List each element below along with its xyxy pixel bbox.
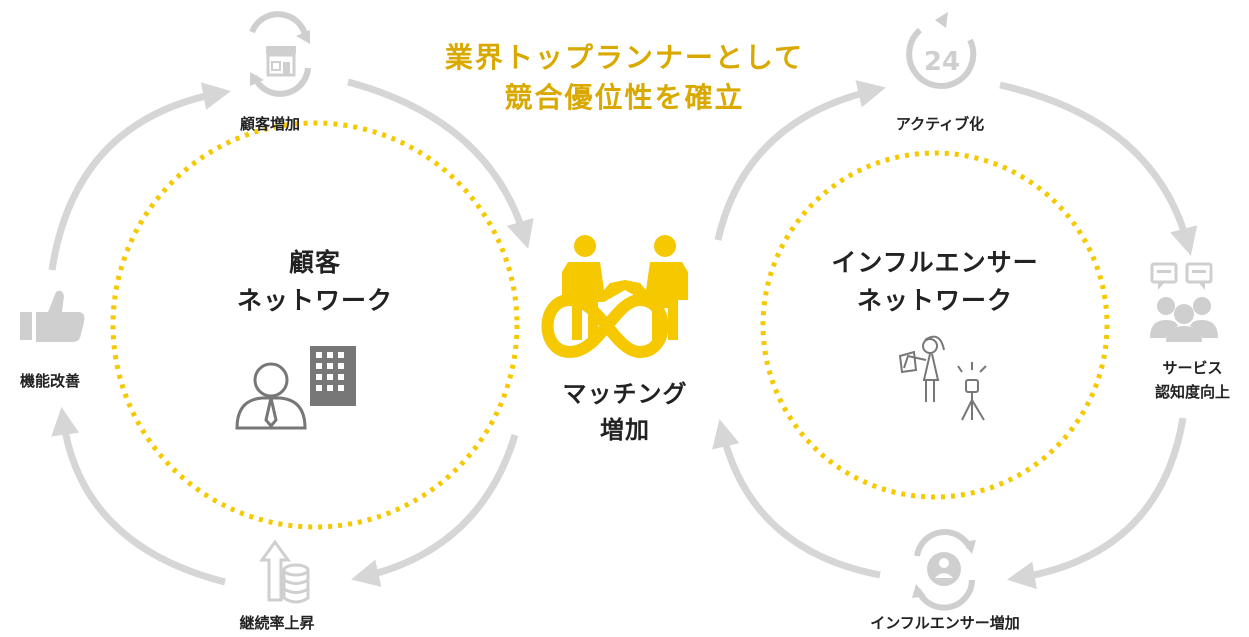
headline-line-1: 業界トップランナーとして bbox=[444, 41, 805, 74]
arrow-up-coins-icon bbox=[259, 539, 310, 604]
headline: 業界トップランナーとして 競合優位性を確立 bbox=[0, 38, 1249, 118]
24-hours-icon: 24 bbox=[906, 12, 977, 89]
businessperson-icon bbox=[235, 362, 307, 430]
arrow-influencer-to-matching bbox=[712, 419, 881, 579]
arrow-matching-to-retention bbox=[351, 433, 519, 587]
headline-line-2: 競合優位性を確立 bbox=[504, 81, 745, 114]
handshake-infinity-icon bbox=[541, 235, 688, 359]
store-refresh-icon bbox=[249, 11, 311, 97]
left-network-title-line-2: ネットワーク bbox=[236, 286, 393, 315]
svg-text:24: 24 bbox=[924, 47, 960, 77]
right-network-title-line-2: ネットワーク bbox=[856, 286, 1013, 315]
right-network-title-line-1: インフルエンサー bbox=[831, 248, 1039, 277]
right-network-title: インフルエンサー ネットワーク bbox=[800, 244, 1070, 320]
node-label-retention-up: 継続率上昇 bbox=[239, 614, 315, 632]
matching-increase-label: マッチング 増加 bbox=[520, 376, 730, 448]
node-label-service-awareness-line-1: サービス bbox=[1162, 359, 1223, 377]
node-label-service-awareness: サービス 認知度向上 bbox=[1140, 356, 1245, 404]
arrow-store-to-matching bbox=[347, 78, 534, 249]
office-building-icon bbox=[310, 346, 356, 406]
left-network-dotted-circle bbox=[110, 120, 520, 530]
node-label-feature-improvement: 機能改善 bbox=[19, 372, 80, 390]
matching-label-line-2: 増加 bbox=[600, 416, 650, 444]
arrow-active-to-awareness bbox=[999, 81, 1198, 256]
arrow-awareness-to-influencer bbox=[1006, 417, 1187, 590]
arrow-improvement-to-store bbox=[48, 82, 232, 271]
node-label-customer-increase: 顧客増加 bbox=[239, 115, 300, 133]
group-chat-icon bbox=[1150, 262, 1218, 342]
node-label-service-awareness-line-2: 認知度向上 bbox=[1154, 383, 1230, 401]
left-network-title-line-1: 顧客 bbox=[288, 248, 341, 277]
matching-label-line-1: マッチング bbox=[562, 380, 688, 408]
arrow-retention-to-improvement bbox=[51, 406, 226, 586]
node-label-activation: アクティブ化 bbox=[895, 115, 985, 133]
left-network-title: 顧客 ネットワーク bbox=[180, 244, 450, 320]
person-cycle-icon bbox=[912, 529, 976, 611]
right-network-dotted-circle bbox=[760, 150, 1110, 500]
influencer-camera-icon bbox=[898, 335, 987, 421]
node-label-influencer-increase: インフルエンサー増加 bbox=[870, 614, 1020, 632]
thumbs-up-icon bbox=[20, 290, 85, 342]
arrow-matching-to-active bbox=[714, 80, 886, 241]
